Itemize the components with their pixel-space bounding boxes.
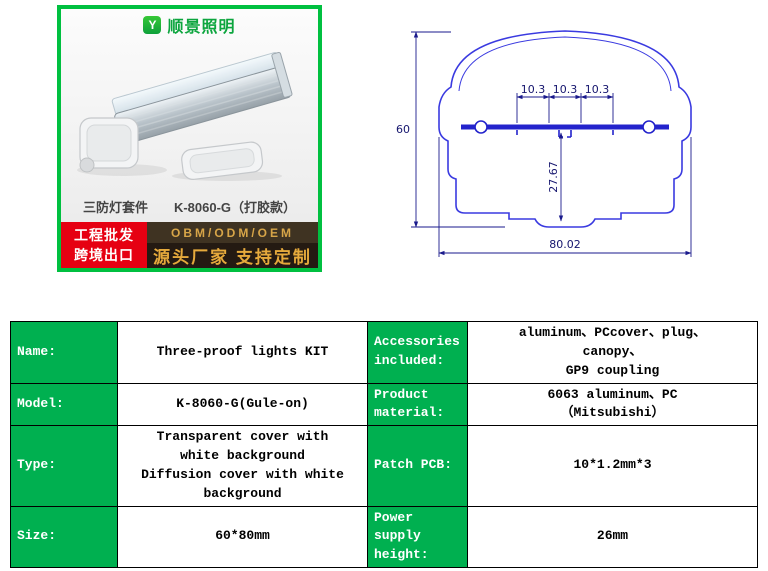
profile-inner-wall [458,36,672,92]
dim-27-67: 27.67 [547,161,560,193]
spec-value-material: 6063 aluminum、PC （Mitsubishi） [467,382,758,427]
spec-value-patch-pcb: 10*1.2mm*3 [467,425,758,507]
end-cap-right [181,141,264,180]
marketing-banner: 工程批发 跨境出口 OBM/ODM/OEM 源头厂家 支持定制 [61,222,318,268]
aluminum-profile [111,51,293,145]
product-illustration [77,51,293,181]
spec-label-type: Type: [10,425,118,507]
dim-width-group [438,137,692,257]
slogan-strip: 源头厂家 支持定制 [147,243,318,268]
table-row: Type: Transparent cover with white backg… [10,425,758,507]
end-cap-left [79,117,139,173]
spec-value-accessories: aluminum、PCcover、plug、 canopy、 GP9 coupl… [467,321,758,384]
spec-label-material: Product material: [367,382,468,427]
brand-logo-icon: Y [143,16,162,34]
table-row: Size: 60*80mm Power supply height: 26mm [10,505,758,569]
oem-strip: OBM/ODM/OEM [147,222,318,243]
dim-top-group [516,93,614,123]
table-row: Name: Three-proof lights KIT Accessories… [10,321,758,384]
caption-model: K-8060-G（打胶款） [173,199,297,215]
dim-60: 60 [396,123,410,136]
brand-row: Y 顺景照明 [61,9,318,37]
dim-10-3-a: 10.3 [521,83,546,96]
profile-end-face [271,51,293,98]
badge-line-1: 工程批发 [74,227,134,243]
spec-label-size: Size: [10,505,118,569]
product-photo-card: Y 顺景照明 [57,5,322,272]
banner-right: OBM/ODM/OEM 源头厂家 支持定制 [147,222,318,268]
screw-boss-right [642,120,656,134]
badge-line-2: 跨境出口 [74,247,134,263]
spec-label-patch-pcb: Patch PCB: [367,425,468,507]
table-row: Model: K-8060-G(Gule-on) Product materia… [10,382,758,427]
profile-outline [438,30,692,228]
photo-area: Y 顺景照明 [61,9,318,222]
spec-label-name: Name: [10,321,118,384]
spec-value-power-height: 26mm [467,505,758,569]
brand-name: 顺景照明 [167,19,236,36]
screw-boss-left [474,120,488,134]
cad-drawing: 10.3 10.3 10.3 60 27.67 80.02 [385,5,745,293]
wholesale-badge: 工程批发 跨境出口 [61,222,147,268]
dim-height-group [411,31,505,228]
spec-table: Name: Three-proof lights KIT Accessories… [10,321,758,569]
spec-label-model: Model: [10,382,118,427]
dim-80-02: 80.02 [549,238,581,251]
dim-10-3-b: 10.3 [553,83,578,96]
caption-product-name: 三防灯套件 [82,199,148,215]
dim-10-3-c: 10.3 [585,83,610,96]
spec-table-wrap: Name: Three-proof lights KIT Accessories… [10,321,758,569]
spec-value-type: Transparent cover with white background … [117,425,368,507]
cable-gland [79,157,95,173]
spec-value-size: 60*80mm [117,505,368,569]
spec-value-model: K-8060-G(Gule-on) [117,382,368,427]
spec-label-power-height: Power supply height: [367,505,468,569]
spec-label-accessories: Accessories included: [367,321,468,384]
spec-value-name: Three-proof lights KIT [117,321,368,384]
caption-row: 三防灯套件 K-8060-G（打胶款） [61,194,318,222]
